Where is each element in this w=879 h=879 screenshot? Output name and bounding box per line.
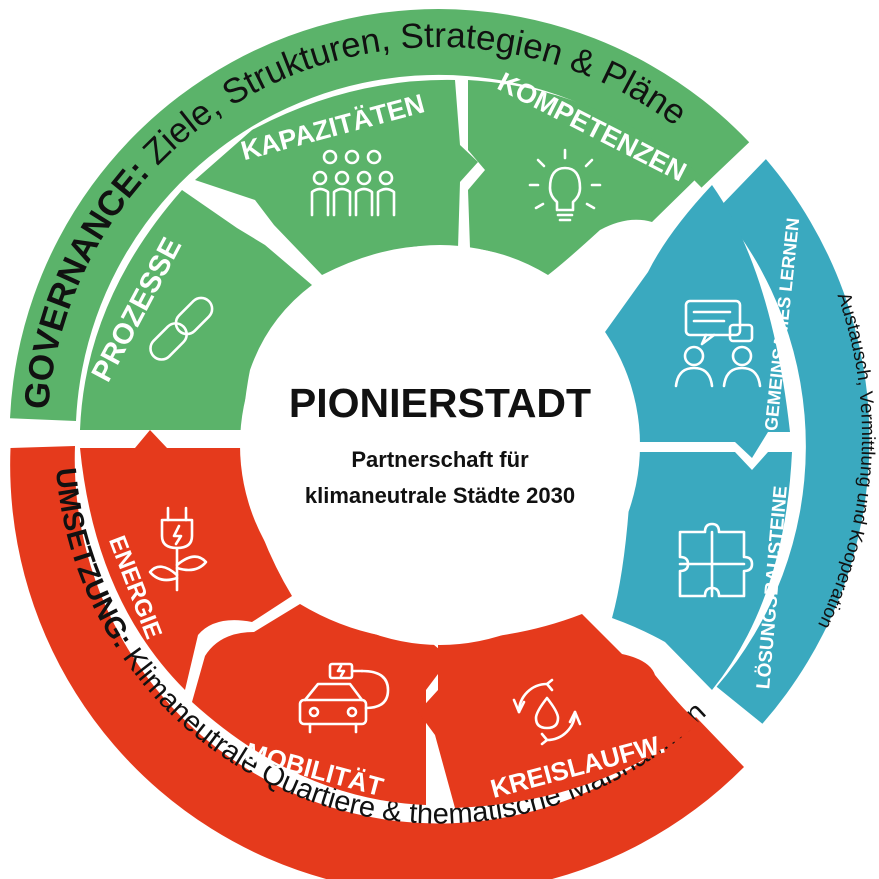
electric-car-icon — [298, 662, 390, 734]
recycle-drop-icon — [512, 678, 582, 746]
people-group-icon — [310, 149, 396, 217]
center-subtitle-line1: Partnerschaft für — [351, 447, 529, 472]
puzzle-icon — [678, 522, 754, 598]
learning-band — [716, 159, 870, 724]
plug-plant-icon — [148, 506, 208, 592]
segment-kompetenzen[interactable] — [468, 80, 700, 275]
segment-prozesse[interactable] — [80, 190, 312, 430]
segment-mobilitaet[interactable] — [192, 604, 450, 805]
center-title: PIONIERSTADT — [289, 380, 591, 426]
segment-loesungsbausteine[interactable] — [612, 452, 792, 690]
implementation-band — [10, 446, 744, 879]
governance-band — [10, 9, 750, 422]
segment-kreislaufwirtschaft[interactable] — [418, 614, 700, 808]
conversation-icon — [674, 299, 762, 388]
center-subtitle-line2: klimaneutrale Städte 2030 — [305, 483, 575, 508]
lightbulb-icon — [528, 148, 602, 222]
center-circle — [240, 245, 640, 645]
